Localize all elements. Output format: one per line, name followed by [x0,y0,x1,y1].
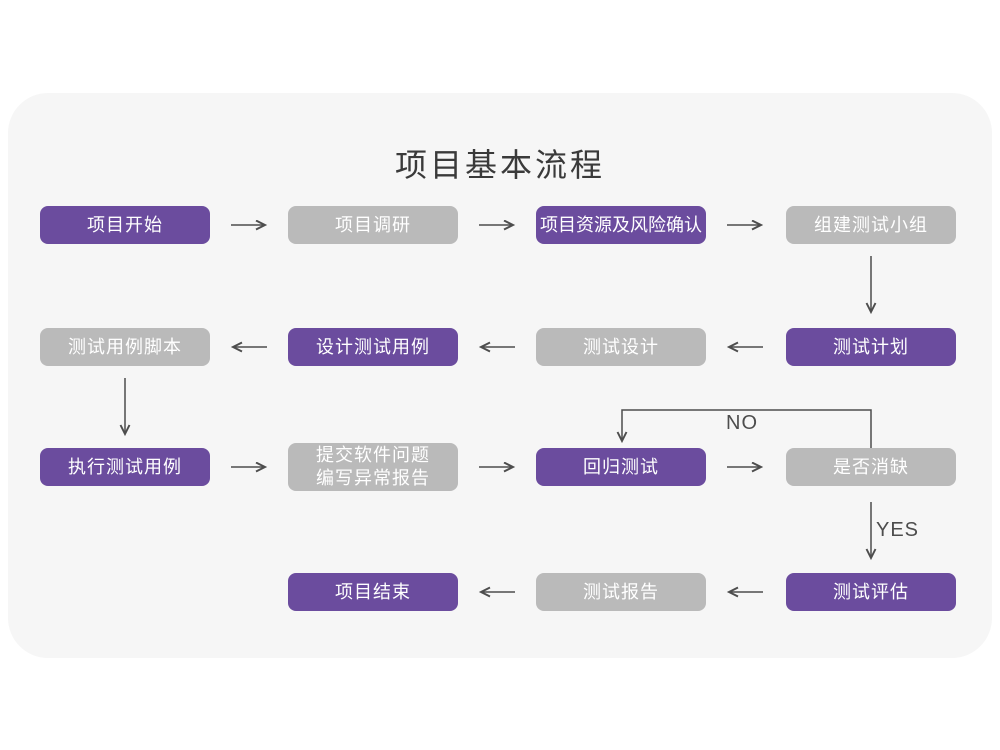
node-test-plan: 测试计划 [786,328,956,366]
node-test-design: 测试设计 [536,328,706,366]
node-design-test-cases: 设计测试用例 [288,328,458,366]
node-regression-test: 回归测试 [536,448,706,486]
flowchart-card [8,93,992,658]
node-test-evaluation: 测试评估 [786,573,956,611]
node-project-end: 项目结束 [288,573,458,611]
node-execute-test-cases: 执行测试用例 [40,448,210,486]
no-branch-label: NO [726,412,758,434]
yes-branch-label: YES [876,519,920,541]
node-project-start: 项目开始 [40,206,210,244]
node-build-test-team: 组建测试小组 [786,206,956,244]
node-resources-risk-confirm: 项目资源及风险确认 [536,206,706,244]
node-project-research: 项目调研 [288,206,458,244]
node-test-case-script: 测试用例脚本 [40,328,210,366]
node-submit-issue-report: 提交软件问题 编写异常报告 [288,443,458,491]
page-title: 项目基本流程 [394,147,605,183]
node-test-report: 测试报告 [536,573,706,611]
node-defect-cleared-check: 是否消缺 [786,448,956,486]
